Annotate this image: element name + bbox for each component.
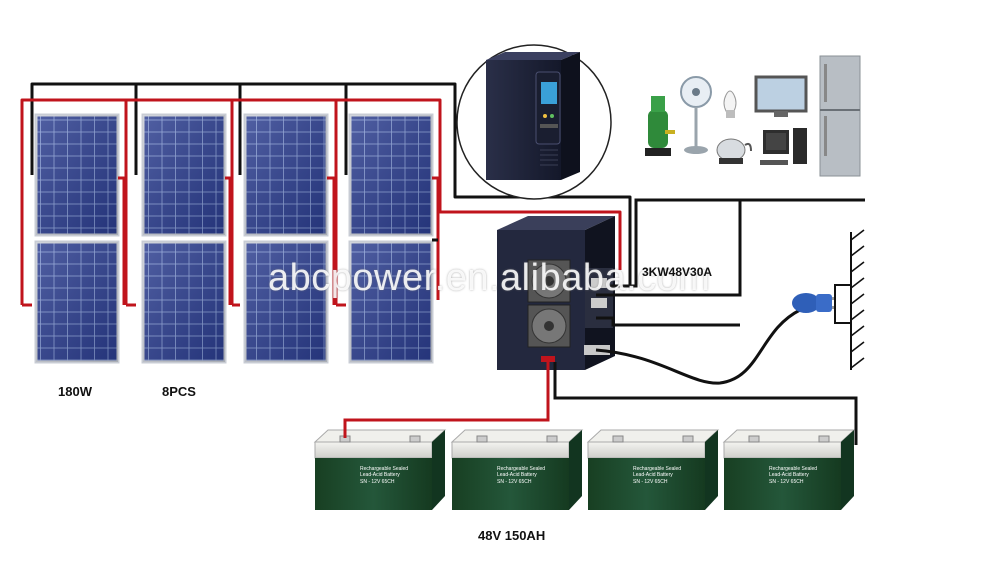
battery-icon: Rechargeable Sealed Lead-Acid Battery SN… <box>722 429 856 510</box>
computer-icon <box>760 128 807 165</box>
battery-icon: Rechargeable Sealed Lead-Acid Battery SN… <box>450 429 584 510</box>
kettle-icon <box>716 138 752 164</box>
solar-panel-icon <box>348 113 434 237</box>
fan-icon <box>680 76 712 154</box>
battery-icon: Rechargeable Sealed Lead-Acid Battery SN… <box>313 429 447 510</box>
battery-model-label: SN - 12V 65CH <box>633 479 668 485</box>
battery-icon: Rechargeable Sealed Lead-Acid Battery SN… <box>586 429 720 510</box>
solar-panel-icon <box>243 240 329 364</box>
battery-model-label: SN - 12V 65CH <box>769 479 804 485</box>
inverter-detail <box>456 44 612 200</box>
solar-panel-icon <box>34 240 120 364</box>
solar-panel-icon <box>243 113 329 237</box>
battery-model-label: SN - 12V 65CH <box>360 479 395 485</box>
solar-panel-array <box>34 113 434 364</box>
battery-label-line1: Rechargeable Sealed <box>497 466 545 472</box>
panel-count-label: 8PCS <box>162 384 196 399</box>
light-bulb-icon <box>723 90 737 118</box>
battery-wiring <box>343 398 858 438</box>
panel-wattage-label: 180W <box>58 384 92 399</box>
inverter-model-label: 3KW48V30A <box>642 265 713 279</box>
tv-icon <box>754 75 808 117</box>
wall-socket-icon <box>834 229 865 370</box>
battery-bank: Rechargeable Sealed Lead-Acid Battery SN… <box>313 429 856 510</box>
water-pump-icon <box>645 96 675 156</box>
watermark: abcpower.en.alibaba.com <box>268 257 711 299</box>
solar-panel-icon <box>34 113 120 237</box>
battery-label-line1: Rechargeable Sealed <box>633 466 681 472</box>
battery-spec-label: 48V 150AH <box>478 528 546 543</box>
solar-panel-icon <box>141 113 227 237</box>
refrigerator-icon <box>819 55 861 177</box>
appliances <box>645 55 861 177</box>
solar-panel-icon <box>141 240 227 364</box>
battery-label-line2: Lead-Acid Battery <box>633 472 673 478</box>
battery-label-line2: Lead-Acid Battery <box>360 472 400 478</box>
battery-model-label: SN - 12V 65CH <box>497 479 532 485</box>
battery-label-line1: Rechargeable Sealed <box>360 466 408 472</box>
battery-label-line2: Lead-Acid Battery <box>497 472 537 478</box>
inverter-icon <box>497 216 615 370</box>
solar-panel-icon <box>348 240 434 364</box>
panel-wiring <box>20 82 632 307</box>
battery-label-line1: Rechargeable Sealed <box>769 466 817 472</box>
battery-label-line2: Lead-Acid Battery <box>769 472 809 478</box>
